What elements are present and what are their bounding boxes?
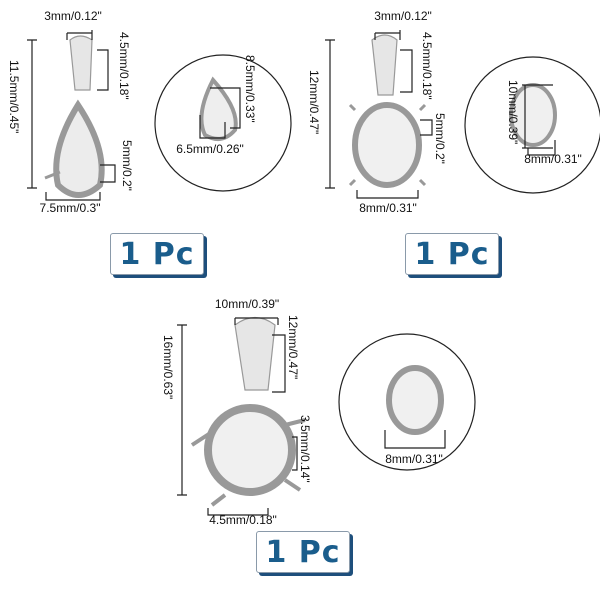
inner-height-label: 10mm/0.39" (506, 80, 520, 145)
prong-height-label: 5mm/0.2" (120, 140, 134, 191)
prong-height-label: 5mm/0.2" (433, 113, 447, 164)
quantity-text: 1 Pc (119, 236, 195, 272)
quantity-badge: 1 Pc (256, 531, 350, 573)
bail-width-label: 3mm/0.12" (374, 9, 432, 23)
inner-width-label: 8mm/0.31" (524, 152, 582, 166)
bail-width-label: 3mm/0.12" (44, 9, 102, 23)
width-label: 8mm/0.31" (359, 201, 417, 215)
quantity-badge: 1 Pc (405, 233, 499, 275)
total-height-label: 11.5mm/0.45" (7, 60, 21, 134)
inner-width-label: 6.5mm/0.26" (176, 142, 244, 156)
quantity-badge: 1 Pc (110, 233, 204, 275)
bail-height-label: 4.5mm/0.18" (420, 32, 434, 100)
bail-height-label: 4.5mm/0.18" (117, 32, 131, 100)
detail-circle (154, 54, 292, 192)
quantity-text: 1 Pc (414, 236, 490, 272)
teardrop-pendant (44, 35, 105, 198)
bail-width-label: 10mm/0.39" (214, 297, 280, 311)
width-label: 7.5mm/0.3" (39, 201, 101, 215)
prong-height-label: 3.5mm/0.14" (298, 415, 312, 483)
width-label: 4.5mm/0.18" (209, 513, 277, 527)
oval-pendant (348, 34, 427, 188)
total-height-label: 12mm/0.47" (307, 70, 321, 135)
quantity-text: 1 Pc (265, 534, 341, 570)
total-height-label: 16mm/0.63" (161, 335, 175, 400)
inner-width-label: 8mm/0.31" (385, 452, 443, 466)
inner-height-label: 8.5mm/0.33" (243, 55, 257, 123)
bail-height-label: 12mm/0.47" (286, 315, 300, 380)
dim-line (27, 39, 37, 189)
round-pendant (190, 316, 306, 507)
